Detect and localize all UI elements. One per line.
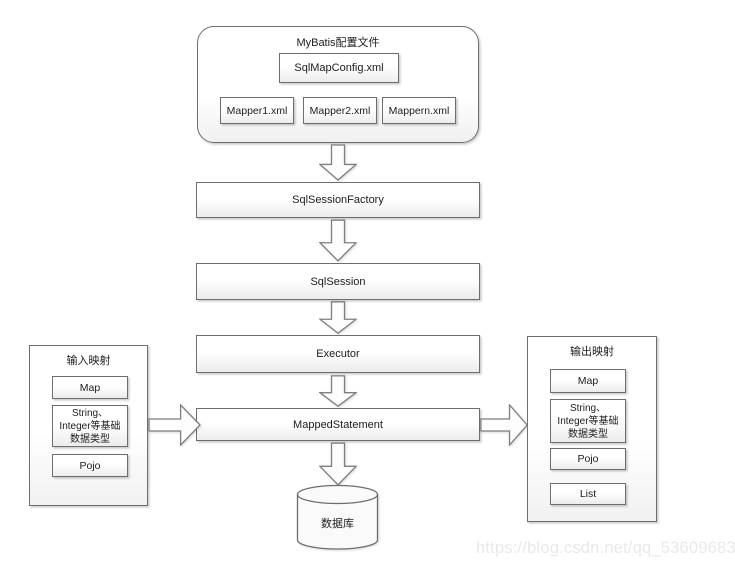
cylinder-icon bbox=[296, 484, 379, 550]
basic-types-line: Integer等基础 bbox=[557, 415, 619, 427]
input-mapping-panel: 输入映射 Map String、 Integer等基础 数据类型 Pojo bbox=[29, 345, 148, 506]
watermark-url: https://blog.csdn.net/qq_53609683 bbox=[476, 539, 735, 557]
down-arrow-icon bbox=[319, 301, 357, 334]
output-map-node: Map bbox=[550, 369, 626, 393]
output-basic-types-node: String、 Integer等基础 数据类型 bbox=[550, 399, 626, 443]
config-container-title: MyBatis配置文件 bbox=[296, 37, 380, 49]
down-arrow-icon bbox=[319, 144, 357, 181]
basic-types-line: String、 bbox=[569, 402, 607, 414]
flow-node-mappedstatement: MappedStatement bbox=[196, 408, 480, 441]
basic-types-line: 数据类型 bbox=[568, 428, 608, 440]
right-arrow-icon bbox=[148, 404, 201, 446]
database-cylinder: 数据库 bbox=[296, 484, 379, 552]
output-pojo-node: Pojo bbox=[550, 448, 626, 470]
flow-node-sqlsessionfactory: SqlSessionFactory bbox=[196, 182, 480, 218]
basic-types-line: String、 bbox=[71, 407, 109, 419]
flow-node-executor: Executor bbox=[196, 335, 480, 373]
basic-types-line: Integer等基础 bbox=[59, 420, 121, 432]
input-panel-title: 输入映射 bbox=[66, 355, 111, 367]
output-panel-title: 输出映射 bbox=[570, 346, 614, 358]
input-basic-types-node: String、 Integer等基础 数据类型 bbox=[52, 405, 128, 447]
mapper1-node: Mapper1.xml bbox=[220, 97, 294, 124]
output-mapping-panel: 输出映射 Map String、 Integer等基础 数据类型 Pojo Li… bbox=[527, 336, 657, 522]
flow-node-sqlsession: SqlSession bbox=[196, 263, 480, 300]
input-pojo-node: Pojo bbox=[52, 454, 128, 477]
down-arrow-icon bbox=[319, 442, 357, 486]
down-arrow-icon bbox=[319, 219, 357, 262]
right-arrow-icon bbox=[480, 404, 528, 446]
output-list-node: List bbox=[550, 483, 626, 505]
sqlmapconfig-node: SqlMapConfig.xml bbox=[279, 53, 399, 83]
input-map-node: Map bbox=[52, 376, 128, 399]
mappern-node: Mappern.xml bbox=[382, 97, 456, 124]
basic-types-line: 数据类型 bbox=[70, 433, 110, 445]
mybatis-config-container: MyBatis配置文件 SqlMapConfig.xml Mapper1.xml… bbox=[197, 26, 479, 143]
mapper2-node: Mapper2.xml bbox=[303, 97, 377, 124]
down-arrow-icon bbox=[319, 375, 357, 407]
database-label: 数据库 bbox=[321, 518, 354, 530]
